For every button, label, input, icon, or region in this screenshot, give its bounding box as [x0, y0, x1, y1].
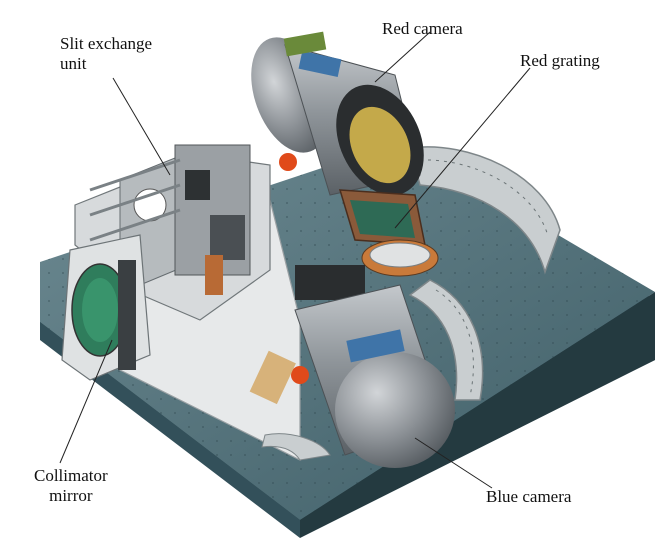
leader-slit-exchange-unit — [112, 77, 171, 176]
label-slit-exchange-unit: Slit exchange unit — [60, 34, 152, 74]
blue-camera — [249, 265, 455, 468]
curved-rail-lower — [408, 279, 484, 401]
leader-red-camera — [374, 31, 431, 83]
red-camera — [251, 31, 424, 196]
collimator-mirror — [61, 234, 151, 381]
label-collimator-mirror-line2: mirror — [49, 486, 93, 505]
leader-blue-camera — [414, 437, 493, 489]
label-blue-camera: Blue camera — [486, 487, 572, 506]
label-red-camera: Red camera — [382, 19, 463, 38]
leader-lines — [59, 31, 531, 489]
label-slit-exchange-unit-line2: unit — [60, 54, 87, 73]
curved-rail-upper — [409, 146, 561, 275]
label-collimator-mirror-line1: Collimator — [34, 466, 108, 485]
leader-red-grating — [394, 67, 531, 229]
label-collimator-mirror: Collimator mirror — [34, 466, 108, 506]
leader-collimator-mirror — [59, 339, 113, 464]
label-red-grating: Red grating — [520, 51, 600, 70]
label-slit-exchange-unit-line1: Slit exchange — [60, 34, 153, 53]
red-grating — [338, 189, 439, 277]
